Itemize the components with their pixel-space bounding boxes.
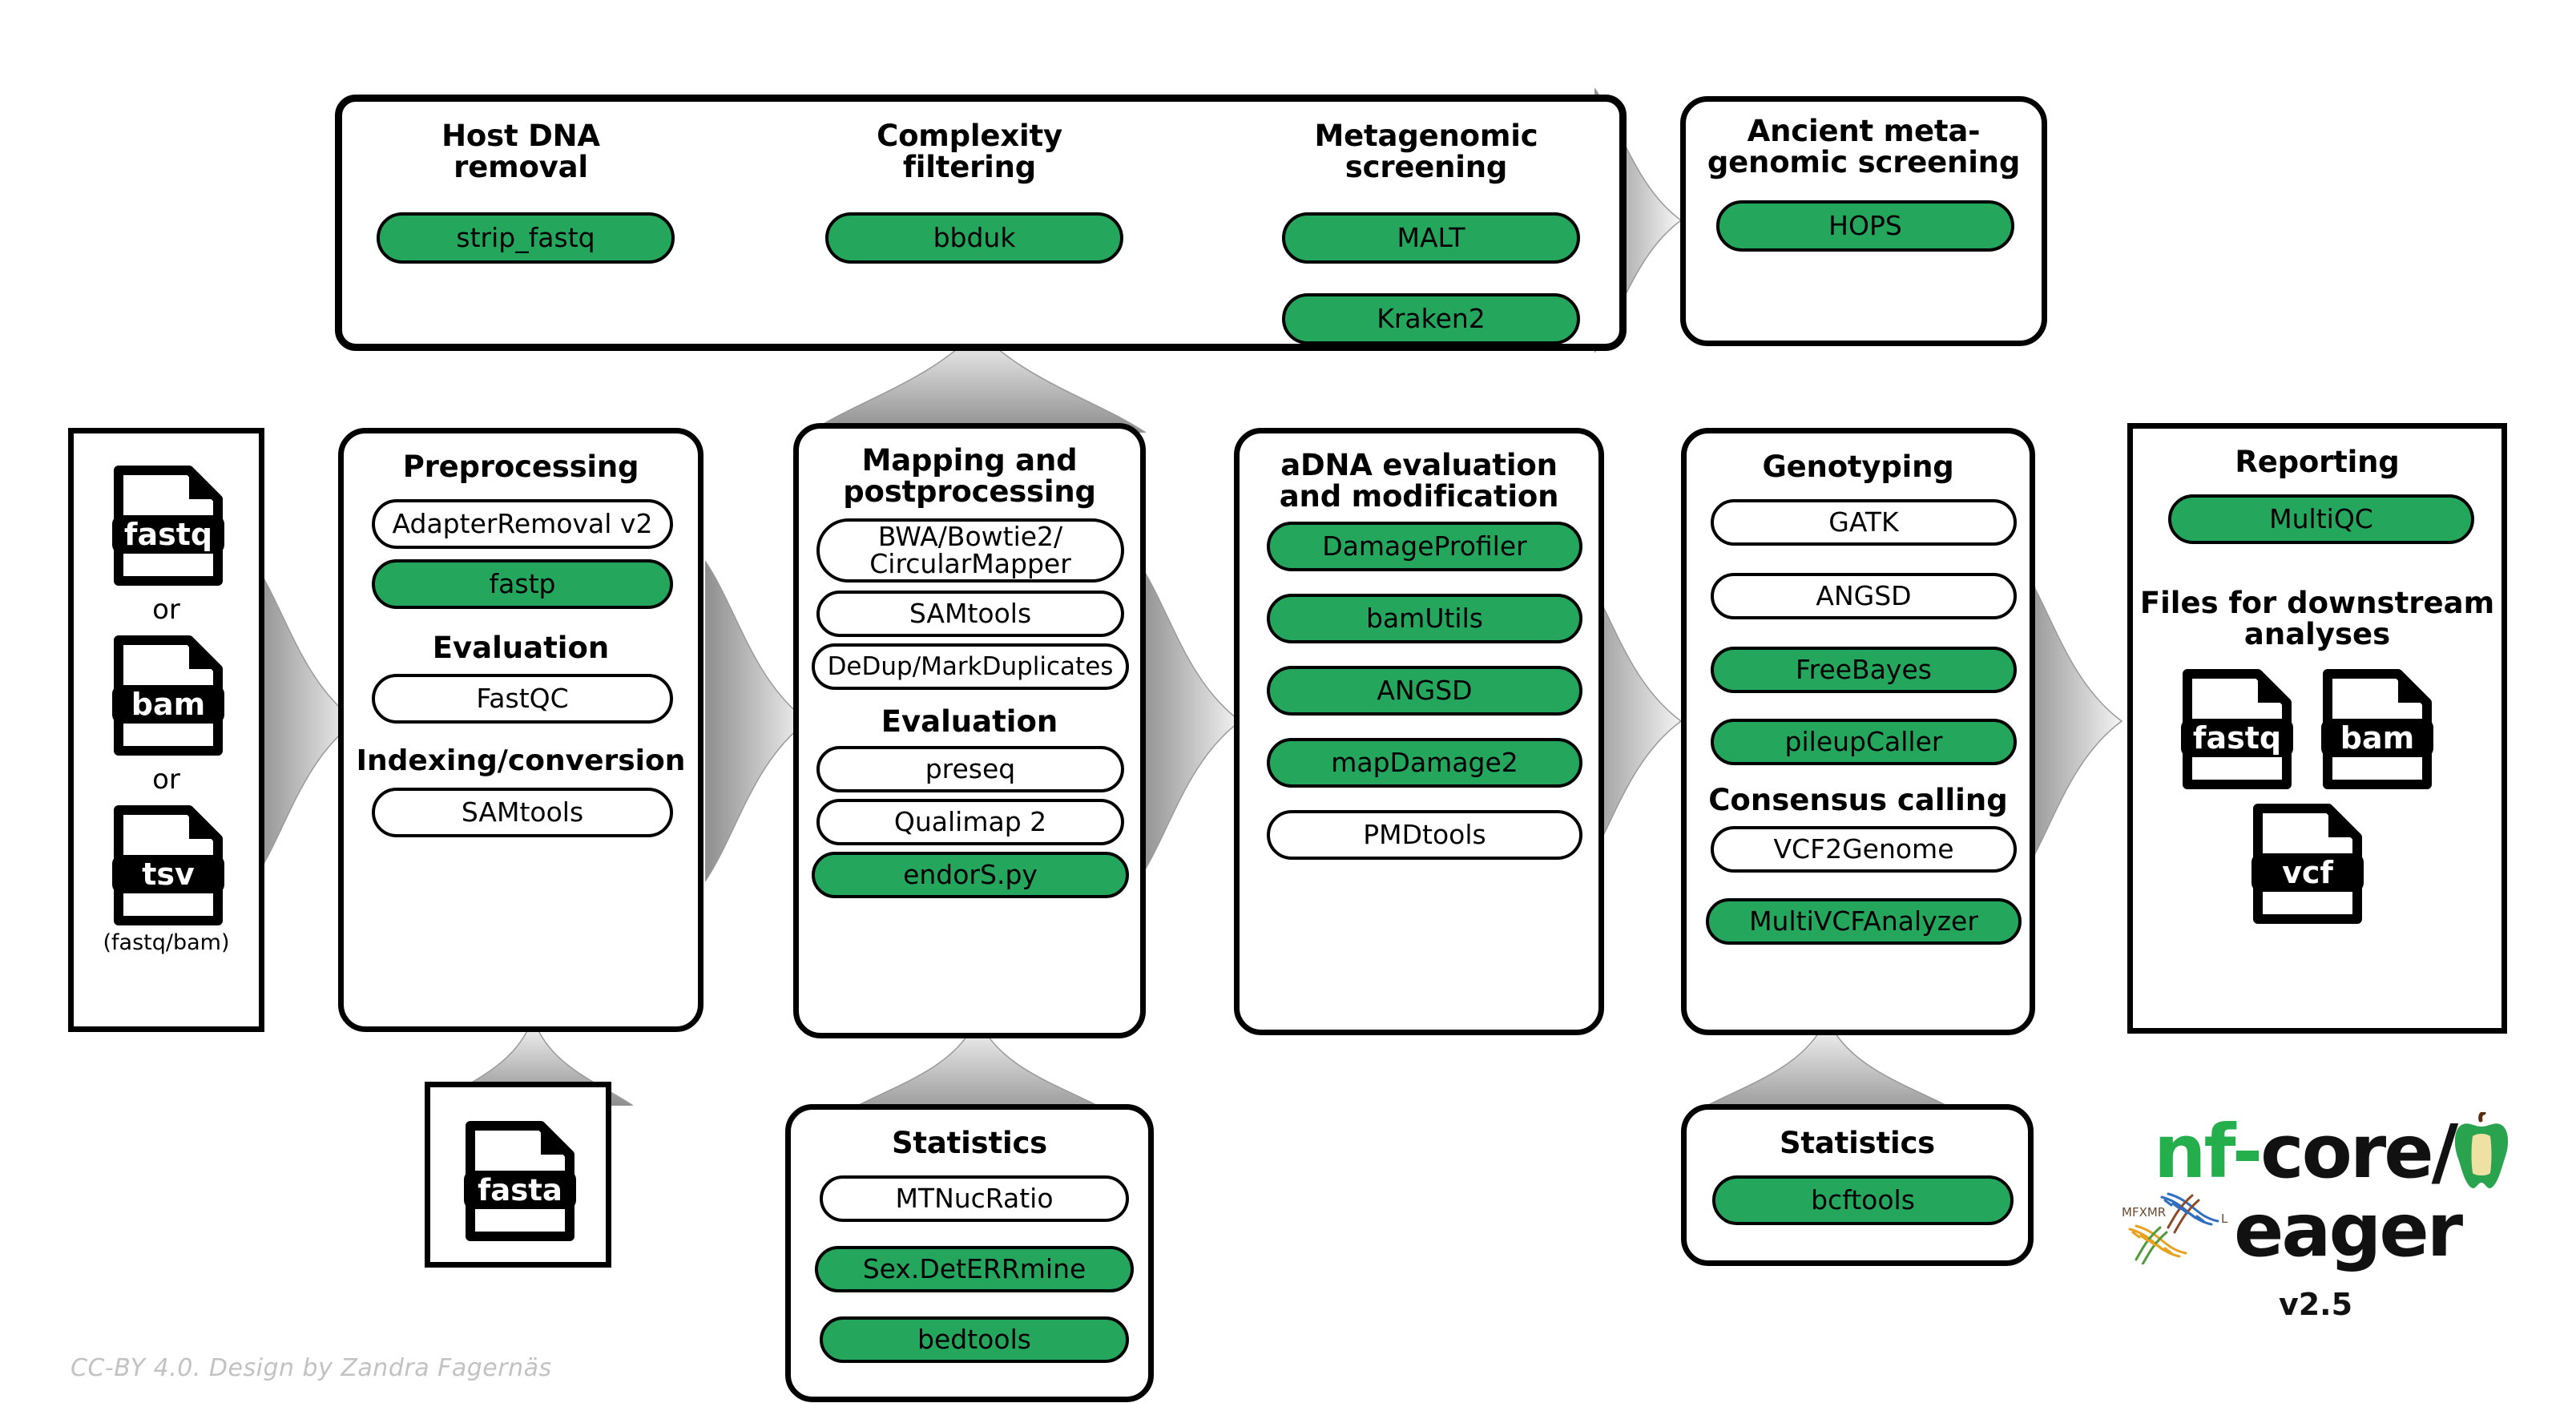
tool-freebayes[interactable]: FreeBayes	[1711, 647, 2017, 693]
tool-endors-py[interactable]: endorS.py	[812, 852, 1129, 898]
tool-adapterremoval[interactable]: AdapterRemoval v2	[372, 499, 673, 549]
svg-text:fastq: fastq	[124, 517, 212, 552]
panel-title: Genotyping	[1762, 450, 1954, 484]
logo-core-text: core/	[2260, 1109, 2458, 1195]
svg-text:vcf: vcf	[2282, 855, 2333, 890]
panel-title: Reporting	[2235, 445, 2400, 479]
tool-hops[interactable]: HOPS	[1716, 200, 2014, 252]
logo-line-nf-core: nf-core/	[2154, 1115, 2458, 1189]
tool-pmdtools[interactable]: PMDtools	[1267, 810, 1582, 860]
vcf-file-icon: vcf	[2251, 804, 2364, 924]
section-heading-indexing: Indexing/conversion	[356, 744, 686, 777]
panel-title: Statistics	[1779, 1126, 1936, 1160]
tool-vcf2genome[interactable]: VCF2Genome	[1711, 826, 2017, 873]
panel-preprocessing: Preprocessing AdapterRemoval v2 fastp Ev…	[338, 428, 703, 1032]
fasta-file-icon: fasta	[464, 1121, 576, 1241]
group-title: Complexity filtering	[877, 119, 1062, 185]
panel-title: aDNA evaluation and modification	[1279, 448, 1559, 514]
or-label-2: or	[152, 764, 180, 796]
tool-dedup-markduplicates[interactable]: DeDup/MarkDuplicates	[812, 643, 1129, 690]
panel-title: Preprocessing	[402, 450, 639, 484]
tool-damageprofiler[interactable]: DamageProfiler	[1267, 522, 1582, 571]
tool-fastqc[interactable]: FastQC	[372, 674, 673, 724]
tool-bedtools[interactable]: bedtools	[820, 1316, 1129, 1363]
tool-samtools[interactable]: SAMtools	[372, 788, 673, 837]
bam-file-icon: bam	[112, 635, 224, 756]
dna-helix-icon: MFXMR L	[2115, 1192, 2243, 1266]
panel-mapping-postprocessing: Mapping and postprocessing BWA/Bowtie2/ …	[793, 423, 1146, 1038]
tool-multivcfanalyzer[interactable]: MultiVCFAnalyzer	[1706, 898, 2022, 945]
tool-sex-deterrmine[interactable]: Sex.DetERRmine	[815, 1246, 1134, 1292]
credit-line: CC-BY 4.0. Design by Zandra Fagernäs	[71, 1354, 552, 1382]
arrow-genotyping-to-reporting	[2019, 561, 2123, 881]
svg-text:bam: bam	[131, 687, 205, 722]
tool-malt[interactable]: MALT	[1282, 212, 1580, 264]
svg-text:bam: bam	[2340, 720, 2414, 756]
tool-samtools[interactable]: SAMtools	[816, 591, 1124, 637]
panel-ancient-metagenomic-screening: Ancient meta- genomic screening HOPS	[1680, 96, 2047, 346]
arrow-mapping-to-adna	[1138, 561, 1242, 881]
fastq-file-icon: fastq	[2181, 669, 2293, 789]
panel-statistics-genotyping: Statistics bcftools	[1681, 1104, 2034, 1266]
panel-statistics-mapping: Statistics MTNucRatio Sex.DetERRmine bed…	[785, 1104, 1154, 1402]
group-host-dna-removal: Host DNA removal strip_fastq	[361, 112, 681, 321]
tool-bcftools[interactable]: bcftools	[1712, 1175, 2014, 1225]
tool-multiqc[interactable]: MultiQC	[2168, 494, 2474, 544]
tool-pileupcaller[interactable]: pileupCaller	[1711, 719, 2017, 765]
or-label-1: or	[152, 594, 180, 626]
panel-title: Statistics	[891, 1126, 1048, 1160]
group-title: Metagenomic screening	[1314, 119, 1538, 185]
section-heading-consensus-calling: Consensus calling	[1708, 783, 2008, 817]
downstream-heading: Files for downstream analyses	[2139, 586, 2495, 652]
tool-strip-fastq[interactable]: strip_fastq	[377, 212, 675, 264]
tool-angsd[interactable]: ANGSD	[1267, 666, 1582, 716]
svg-text:MFXMR: MFXMR	[2122, 1205, 2166, 1220]
logo-eager-text: eager	[2234, 1187, 2463, 1273]
tool-mtnucratio[interactable]: MTNucRatio	[820, 1175, 1129, 1222]
section-heading-evaluation: Evaluation	[432, 631, 610, 665]
panel-reporting: Reporting MultiQC Files for downstream a…	[2127, 423, 2507, 1034]
group-metagenomic-screening: Metagenomic screening MALT Kraken2	[1266, 112, 1586, 345]
apple-core-icon	[2452, 1111, 2511, 1191]
logo-version: v2.5	[2278, 1287, 2353, 1322]
panel-genotyping: Genotyping GATK ANGSD FreeBayes pileupCa…	[1681, 428, 2035, 1035]
logo-nf-text: nf-	[2154, 1109, 2263, 1195]
nf-core-eager-logo: nf-core/ MFXMR L eager v	[2115, 1111, 2516, 1332]
fastq-file-icon: fastq	[112, 466, 224, 586]
tool-bamutils[interactable]: bamUtils	[1267, 594, 1582, 643]
tsv-file-icon: tsv	[112, 805, 224, 925]
tool-bbduk[interactable]: bbduk	[825, 212, 1123, 264]
svg-text:tsv: tsv	[142, 857, 195, 892]
tool-angsd[interactable]: ANGSD	[1711, 573, 2017, 619]
group-title: Host DNA removal	[441, 119, 600, 185]
tool-fastp[interactable]: fastp	[372, 559, 673, 609]
panel-title: Ancient meta- genomic screening	[1707, 114, 2021, 180]
tool-bwa-bowtie2-circularmapper[interactable]: BWA/Bowtie2/ CircularMapper	[816, 518, 1124, 583]
tool-mapdamage2[interactable]: mapDamage2	[1267, 738, 1582, 788]
tool-gatk[interactable]: GATK	[1711, 499, 2017, 546]
panel-input-files: fastq or bam or tsv (fastq/bam)	[68, 428, 264, 1032]
svg-text:L: L	[2221, 1211, 2228, 1226]
panel-reference-file: fasta	[425, 1082, 611, 1268]
tool-qualimap2[interactable]: Qualimap 2	[816, 799, 1124, 845]
group-complexity-filtering: Complexity filtering bbduk	[809, 112, 1130, 321]
tool-preseq[interactable]: preseq	[816, 746, 1124, 792]
section-heading-evaluation: Evaluation	[881, 704, 1058, 739]
svg-text:fastq: fastq	[2193, 720, 2281, 756]
bam-file-icon: bam	[2321, 669, 2433, 789]
panel-title: Mapping and postprocessing	[843, 443, 1096, 510]
tsv-note: (fastq/bam)	[103, 930, 230, 955]
panel-adna-evaluation: aDNA evaluation and modification DamageP…	[1234, 428, 1604, 1035]
tool-kraken2[interactable]: Kraken2	[1282, 293, 1580, 345]
svg-text:fasta: fasta	[478, 1173, 562, 1207]
